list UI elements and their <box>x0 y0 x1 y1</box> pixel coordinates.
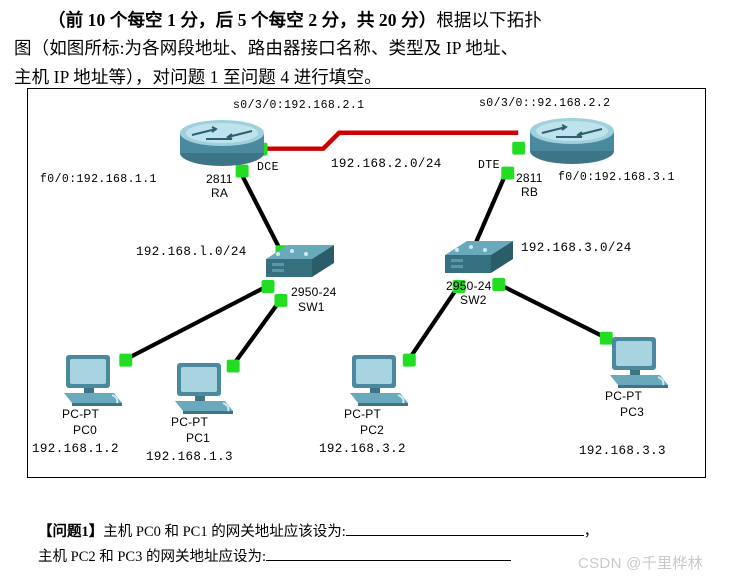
router-ra-icon[interactable] <box>176 117 268 169</box>
host-pc3-icon[interactable] <box>606 335 672 389</box>
host-pc2-name: PC2 <box>360 423 384 437</box>
question-1-line-1-suffix: ， <box>583 524 599 540</box>
serial-link-wan <box>259 130 519 151</box>
switch-sw2-icon[interactable] <box>441 237 517 285</box>
host-pc2-ip: 192.168.3.2 <box>319 442 406 456</box>
switch-sw1-icon[interactable] <box>262 241 338 289</box>
question-1-block: 【问题1】主机 PC0 和 PC1 的网关地址应该设为: ， 主机 PC2 和 P… <box>38 520 728 570</box>
exam-instructions: （前 10 个每空 1 分，后 5 个每空 2 分，共 20 分）根据以下拓扑 … <box>14 6 724 91</box>
instructions-line-1: （前 10 个每空 1 分，后 5 个每空 2 分，共 20 分）根据以下拓扑 <box>14 6 724 34</box>
host-pc1-ip: 192.168.1.3 <box>146 450 233 464</box>
host-pc3-ip: 192.168.3.3 <box>579 444 666 458</box>
network-topology-diagram: DCE 2811 RA s0/3/0:192.168.2.1 f0/0:192.… <box>27 88 706 478</box>
host-pc2-icon[interactable] <box>346 353 412 407</box>
switch-sw2-name: SW2 <box>460 293 487 307</box>
router-rb-model: 2811 <box>516 171 543 185</box>
ethernet-link-sw2-pc2 <box>407 284 461 361</box>
wan-network-label: 192.168.2.0/24 <box>331 157 442 171</box>
question-1-line-1-text: 主机 PC0 和 PC1 的网关地址应该设为: <box>103 524 346 540</box>
router-ra-model: 2811 <box>206 172 233 186</box>
router-rb-icon[interactable] <box>526 115 618 167</box>
switch-sw1-network-label: 192.168.l.0/24 <box>136 245 247 259</box>
ethernet-link-ra-sw1 <box>237 169 284 254</box>
switch-sw1-model: 2950-24 <box>291 285 337 299</box>
host-pc1-name: PC1 <box>186 431 210 445</box>
router-rb-serial-label: s0/3/0::92.168.2.2 <box>479 97 611 110</box>
ethernet-link-sw2-pc3 <box>497 282 607 340</box>
host-pc0-ip: 192.168.1.2 <box>32 442 119 456</box>
host-pc0-name: PC0 <box>73 423 97 437</box>
host-pc2-type: PC-PT <box>344 407 381 421</box>
answer-blank-2[interactable] <box>266 546 511 561</box>
host-pc1-icon[interactable] <box>171 361 237 415</box>
answer-blank-1[interactable] <box>345 521 584 536</box>
instructions-score-note: （前 10 个每空 1 分，后 5 个每空 2 分，共 20 分） <box>48 10 437 30</box>
switch-sw2-model: 2950-24 <box>446 279 492 293</box>
host-pc3-type: PC-PT <box>605 389 642 403</box>
csdn-watermark: CSDN @千里桦林 <box>578 555 703 572</box>
switch-sw2-network-label: 192.168.3.0/24 <box>521 241 632 255</box>
instructions-line-3: 主机 IP 地址等），对问题 1 至问题 4 进行填空。 <box>14 66 382 87</box>
router-rb-ethernet-label: f0/0:192.168.3.1 <box>558 171 675 184</box>
host-pc0-icon[interactable] <box>60 353 126 407</box>
switch-sw1-name: SW1 <box>298 300 325 314</box>
instructions-line-1-rest: 根据以下拓扑 <box>436 10 542 30</box>
question-1-line-2-text: 主机 PC2 和 PC3 的网关地址应设为: <box>38 548 266 565</box>
router-ra-name: RA <box>211 186 229 200</box>
ethernet-link-sw1-pc1 <box>231 298 283 367</box>
host-pc1-type: PC-PT <box>171 415 208 429</box>
router-ra-serial-type: DCE <box>257 161 279 174</box>
ethernet-link-sw1-pc0 <box>124 284 269 362</box>
host-pc3-name: PC3 <box>620 405 644 419</box>
question-1-line-2: 主机 PC2 和 PC3 的网关地址应设为: <box>38 545 728 570</box>
router-ra-serial-label: s0/3/0:192.168.2.1 <box>233 99 365 112</box>
question-1-line-1: 【问题1】主机 PC0 和 PC1 的网关地址应该设为: ， <box>38 520 728 545</box>
host-pc0-type: PC-PT <box>62 407 99 421</box>
ethernet-link-rb-sw2 <box>471 171 509 250</box>
router-ra-ethernet-label: f0/0:192.168.1.1 <box>40 173 157 186</box>
router-rb-serial-type: DTE <box>478 159 500 172</box>
question-1-tag: 【问题1】 <box>38 524 104 540</box>
router-rb-name: RB <box>521 185 539 199</box>
instructions-line-2: 图（如图所标:为各网段地址、路由器接口名称、类型及 IP 地址、 <box>14 38 519 59</box>
